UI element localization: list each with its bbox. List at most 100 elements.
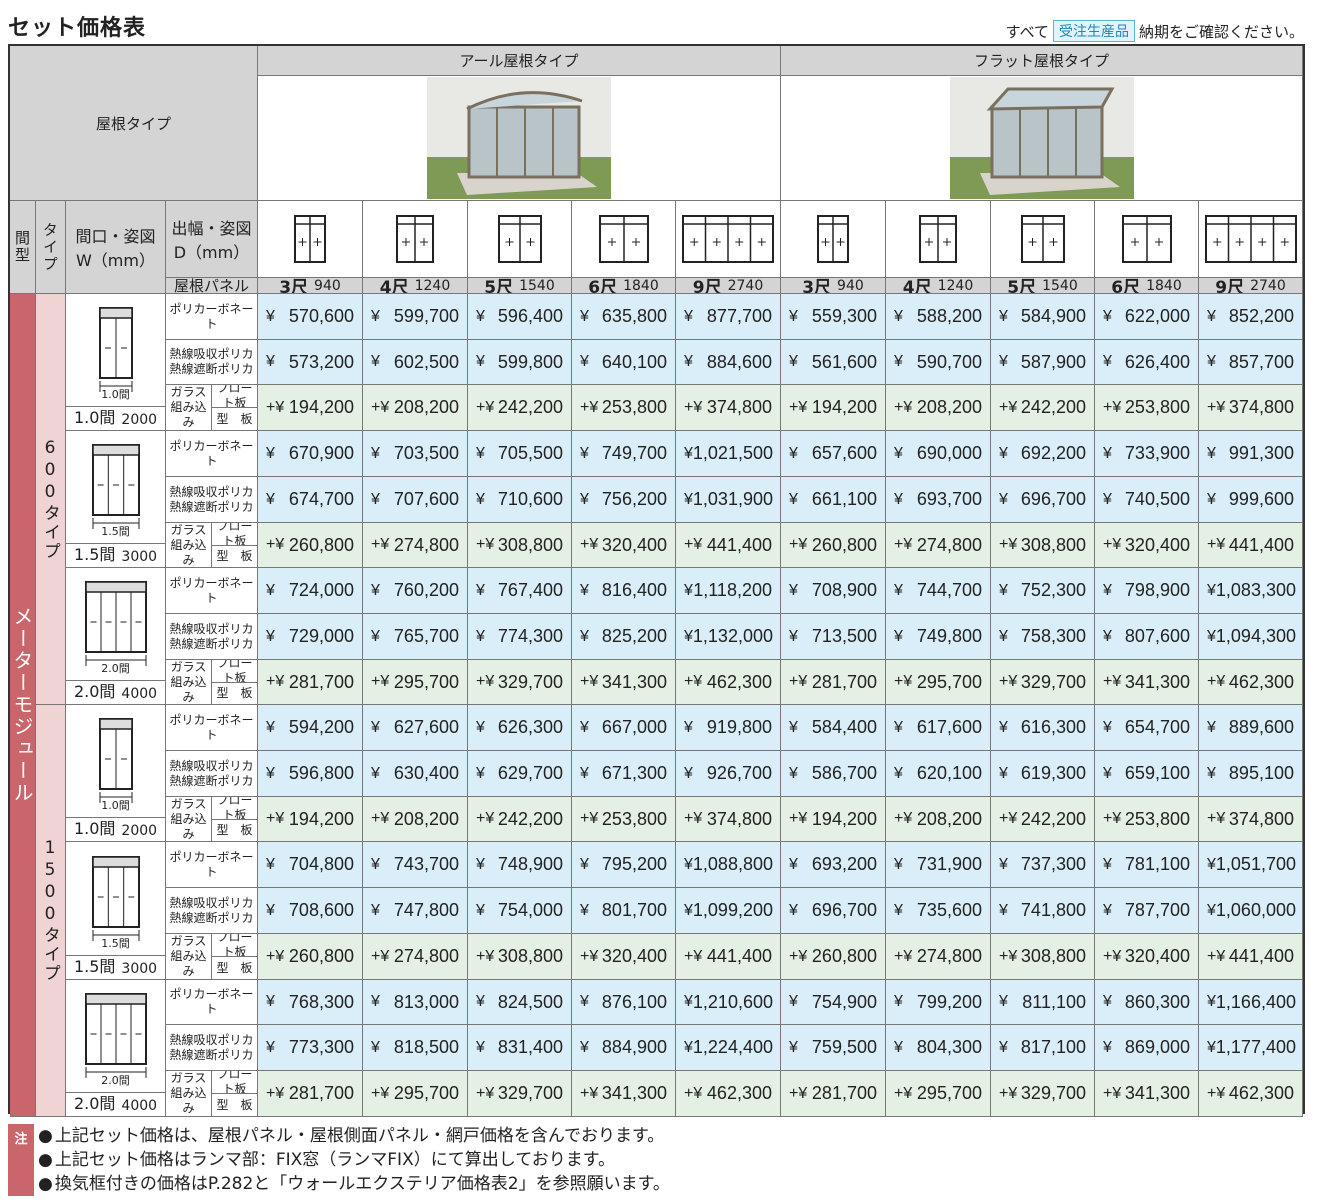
currency-symbol: ¥ [266,307,275,325]
price-value: 194,200 [288,808,354,829]
price-cell: ¥773,300 [258,1025,363,1071]
price-cell: ¥654,700 [1095,705,1199,751]
currency-symbol: ¥ [580,581,589,599]
front-frame-icon [294,215,326,263]
currency-symbol: +¥ [894,810,913,827]
frame-drawing [781,201,886,278]
glass-type: フロート板 [216,1071,253,1094]
currency-symbol: ¥ [894,444,903,462]
price-value: 374,800 [1228,808,1294,829]
price-value: 308,800 [497,534,563,555]
price-value: 801,700 [601,900,667,920]
price-value: 1,166,400 [1215,991,1296,1012]
drawing-width-label: 2.0間 [101,662,130,675]
width-drawing: 1.0間 [66,294,166,407]
roof-type-label: 屋根タイプ [95,114,171,133]
currency-symbol: +¥ [266,947,285,965]
price-value: 441,400 [1228,534,1294,555]
currency-symbol: ¥ [999,718,1008,736]
currency-symbol: ¥ [580,901,589,919]
currency-symbol: +¥ [371,810,390,827]
price-cell: ¥659,100 [1095,751,1199,797]
price-value: 884,900 [601,1037,667,1057]
currency-symbol: ¥ [371,490,380,508]
currency-symbol: +¥ [371,536,390,553]
price-cell: ¥708,900 [781,568,886,614]
currency-symbol: ¥ [999,764,1008,782]
currency-symbol: +¥ [789,810,808,827]
price-value: 599,700 [393,306,459,326]
price-cell: +¥329,700 [991,660,1095,705]
price-value: 811,100 [1022,991,1086,1012]
glass-name: ガラス [170,523,207,537]
size-mm: 1540 [519,278,555,294]
width-mm: 3000 [121,961,158,977]
price-value: 857,700 [1228,351,1294,372]
panel-heat: 熱線吸収ポリカ熱線遮断ポリカ [166,340,258,385]
price-value: 737,300 [1020,854,1086,874]
price-cell: ¥860,300 [1095,980,1199,1025]
price-cell: ¥869,000 [1095,1025,1199,1071]
price-value: 999,600 [1228,489,1294,509]
price-cell: ¥596,400 [468,294,572,340]
price-value: 869,000 [1124,1037,1190,1057]
currency-symbol: +¥ [476,536,495,553]
currency-symbol: +¥ [684,398,703,416]
currency-symbol: +¥ [999,673,1018,690]
currency-symbol: +¥ [371,1084,390,1102]
price-cell: ¥857,700 [1199,340,1303,385]
glass-label: ガラス組み込み [166,934,212,980]
notes-badge: 注 [8,1124,34,1196]
panel-polycarbonate: ポリカーボネート [166,705,258,751]
panel-name: 熱線吸収ポリカ [169,621,254,636]
price-cell: ¥707,600 [363,477,468,523]
price-cell: ¥729,000 [258,614,363,660]
price-cell: ¥619,300 [991,751,1095,797]
price-value: 1,088,800 [692,854,773,874]
price-value: 208,200 [916,808,982,829]
price-value: 747,800 [393,900,459,920]
module-label: メーターモジュール [10,294,36,1117]
currency-symbol: ¥ [1207,718,1216,736]
price-value: 242,200 [497,808,563,829]
price-value: 242,200 [497,397,563,417]
price-cell: ¥1,166,400 [1199,980,1303,1025]
glass-float: フロート板 [212,385,258,408]
price-value: 1,177,400 [1215,1037,1296,1057]
type-label: タイプ [41,221,59,273]
price-cell: ¥741,800 [991,888,1095,934]
price-cell: ¥758,300 [991,614,1095,660]
price-value: 274,800 [393,946,459,966]
frame-drawing [572,201,676,278]
currency-symbol: ¥ [789,901,798,919]
price-value: 208,200 [393,397,459,417]
size-mm: 1240 [937,278,974,294]
sunroom-photo-icon [949,77,1134,199]
currency-symbol: ¥ [1103,627,1112,645]
glass-label: ガラス組み込み [166,1071,212,1117]
currency-symbol: ¥ [371,627,380,645]
currency-symbol: ¥ [476,627,485,645]
glass-name: 組み込み [170,400,207,429]
glass-type: 型 板 [216,960,253,975]
price-cell: +¥462,300 [1199,660,1303,705]
price-value: 895,100 [1228,763,1294,783]
currency-symbol: ¥ [1103,718,1112,736]
price-cell: ¥760,200 [363,568,468,614]
price-value: 852,200 [1228,306,1294,326]
price-value: 729,000 [288,626,354,646]
column-header-kankata: 間型 [10,201,36,294]
glass-name: ガラス [170,797,207,811]
currency-symbol: ¥ [684,1038,693,1056]
currency-symbol: +¥ [266,1084,285,1102]
price-value: 741,800 [1020,900,1086,920]
currency-symbol: ¥ [999,581,1008,599]
currency-symbol: +¥ [789,947,808,965]
price-value: 659,100 [1124,763,1190,783]
price-value: 749,700 [601,443,667,463]
size-shaku: 4尺 [379,278,409,294]
module-label-text: メーターモジュール [10,606,34,804]
currency-symbol: +¥ [789,1084,808,1102]
